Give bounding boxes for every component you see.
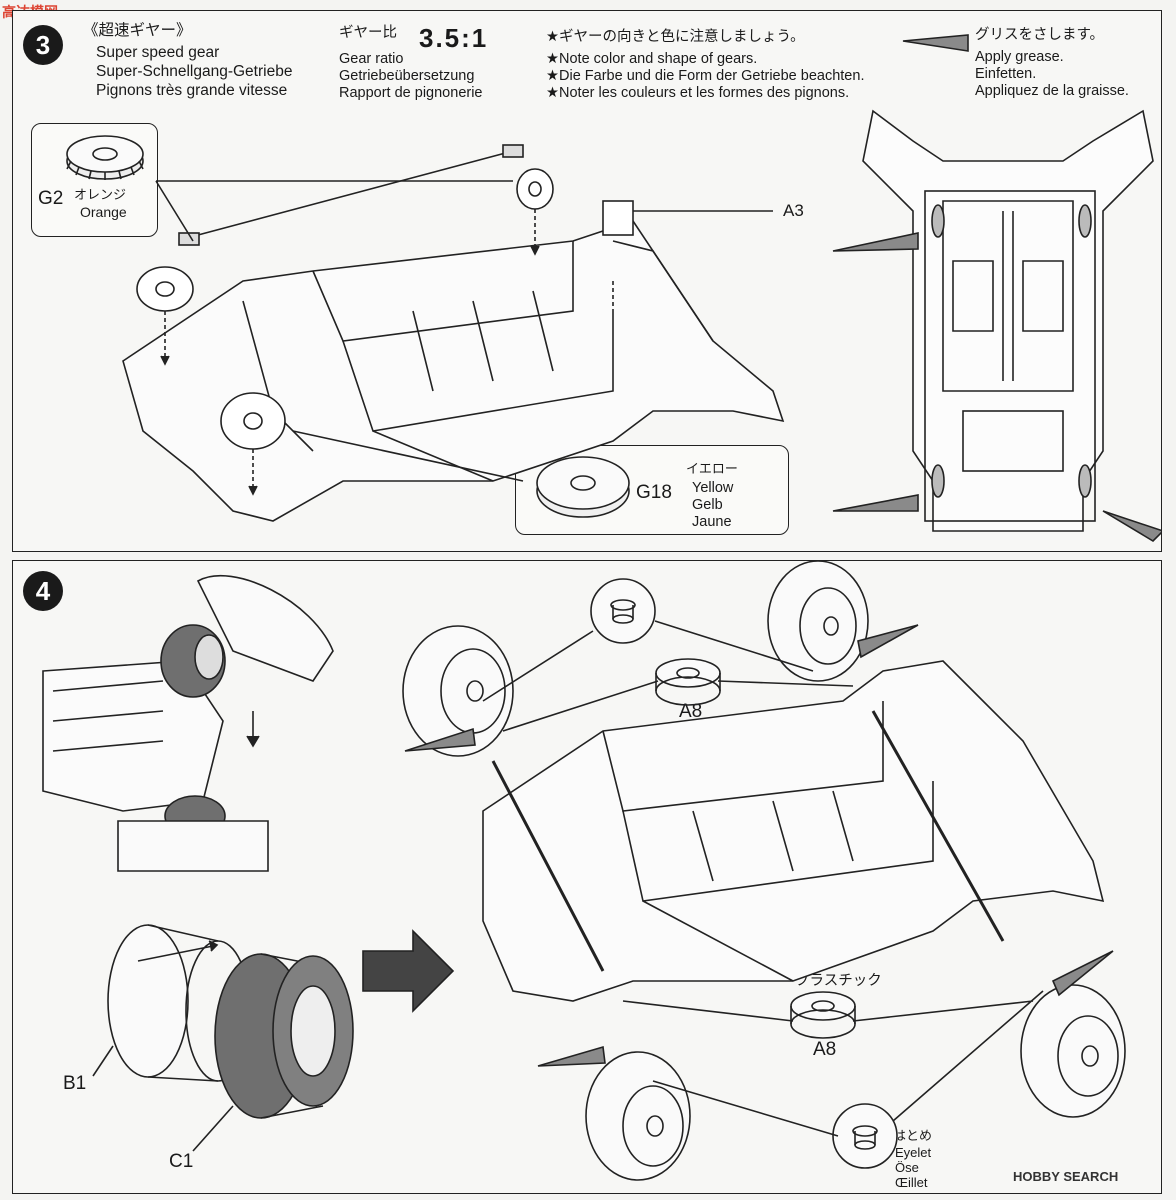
g18-color-fr: Jaune — [692, 514, 732, 530]
part-a8-top-icon — [655, 658, 721, 706]
grease-jp: グリスをさします。 — [975, 27, 1105, 43]
tire-c1-icon — [214, 953, 354, 1119]
chassis-top-view-icon — [862, 109, 1154, 532]
step-3-title-de: Super-Schnellgang-Getriebe — [96, 63, 293, 80]
g2-gear-icon — [66, 135, 144, 180]
part-c1-label: C1 — [169, 1151, 194, 1172]
grease-tube-icon — [404, 727, 476, 752]
grease-tube-icon — [832, 232, 919, 252]
g18-color-jp: イエロー — [686, 461, 738, 476]
chassis-4wd-icon — [482, 660, 1105, 1002]
eyelet-bottom-icon — [832, 1103, 898, 1169]
g2-code: G2 — [38, 188, 64, 209]
step-4-panel: 4 A8 プラスチック A8 B1 C1 はとめ Eyelet Öse Œill… — [12, 560, 1162, 1194]
eyelet-en: Eyelet — [895, 1145, 932, 1160]
grease-de: Einfetten. — [975, 66, 1037, 82]
wheel-front-right-icon — [1020, 984, 1126, 1118]
g2-color-jp: オレンジ — [74, 187, 127, 202]
gear-ratio-fr: Rapport de pignonerie — [339, 85, 483, 101]
g18-gear-icon — [536, 456, 630, 518]
step-3-panel: 3 《超速ギヤー》 Super speed gear Super-Schnell… — [12, 10, 1162, 552]
eyelet-fr: Œillet — [895, 1175, 928, 1190]
part-a3-label: A3 — [783, 201, 804, 220]
plastic-label-jp: プラスチック — [795, 973, 882, 989]
watermark: HOBBY SEARCH — [1013, 1169, 1119, 1184]
grease-tube-icon — [832, 494, 919, 512]
wheel-front-left-icon — [585, 1051, 691, 1181]
right-crown-gear-icon — [516, 168, 554, 210]
part-a3-icon — [602, 200, 634, 236]
wheel-rim-b1-icon — [107, 924, 251, 1082]
eyelet-top-icon — [590, 578, 656, 644]
note-fr: ★Noter les couleurs et les formes des pi… — [546, 85, 850, 101]
step-3-title-jp: 《超速ギヤー》 — [83, 22, 192, 39]
gear-ratio-value: 3.5:1 — [419, 23, 489, 53]
grease-tube-icon — [857, 624, 919, 659]
g18-color-de: Gelb — [692, 497, 723, 513]
note-de: ★Die Farbe und die Form der Getriebe bea… — [546, 68, 865, 84]
part-a8-bottom-icon — [790, 991, 856, 1039]
axle-shaft-icon — [182, 150, 514, 240]
grease-tube-icon — [1051, 950, 1114, 997]
step-4-number: 4 — [23, 571, 63, 611]
step-3-title-fr: Pignons très grande vitesse — [96, 82, 288, 99]
grease-tube-icon — [902, 34, 969, 52]
step-4-illustration — [42, 561, 1126, 1181]
step-3-title-en: Super speed gear — [96, 44, 220, 61]
g18-color-en: Yellow — [692, 480, 734, 496]
g2-gear-mounted-icon — [136, 266, 194, 312]
note-en: ★Note color and shape of gears. — [546, 51, 758, 67]
part-a8-label-bottom: A8 — [813, 1039, 837, 1060]
gear-ratio-de: Getriebeübersetzung — [339, 68, 475, 84]
gear-ratio-jp: ギヤー比 — [339, 25, 397, 41]
note-jp: ★ギヤーの向きと色に注意しましょう。 — [546, 29, 805, 45]
grease-tube-icon — [537, 1045, 606, 1067]
step-3-number: 3 — [23, 25, 63, 65]
wheel-rear-left-icon — [402, 625, 514, 757]
g18-gear-mounted-icon — [220, 392, 286, 450]
g2-color-en: Orange — [80, 204, 127, 220]
gear-ratio-en: Gear ratio — [339, 51, 404, 67]
wheel-rear-right-icon — [767, 561, 869, 682]
grease-tube-icon — [1102, 510, 1161, 543]
grease-fr: Appliquez de la graisse. — [975, 83, 1129, 99]
front-axle-icon — [871, 710, 1005, 942]
grease-en: Apply grease. — [975, 49, 1064, 65]
g18-code: G18 — [636, 482, 672, 503]
hand-pressing-wheel-icon — [42, 575, 334, 872]
direction-arrow-icon — [362, 929, 455, 1013]
rear-axle-icon — [491, 760, 605, 972]
eyelet-jp: はとめ — [893, 1128, 933, 1143]
chassis-frame-icon — [122, 220, 785, 522]
eyelet-de: Öse — [895, 1160, 919, 1175]
part-a8-label-top: A8 — [679, 701, 703, 722]
step-3-illustration — [66, 34, 1161, 543]
part-b1-label: B1 — [63, 1073, 87, 1094]
